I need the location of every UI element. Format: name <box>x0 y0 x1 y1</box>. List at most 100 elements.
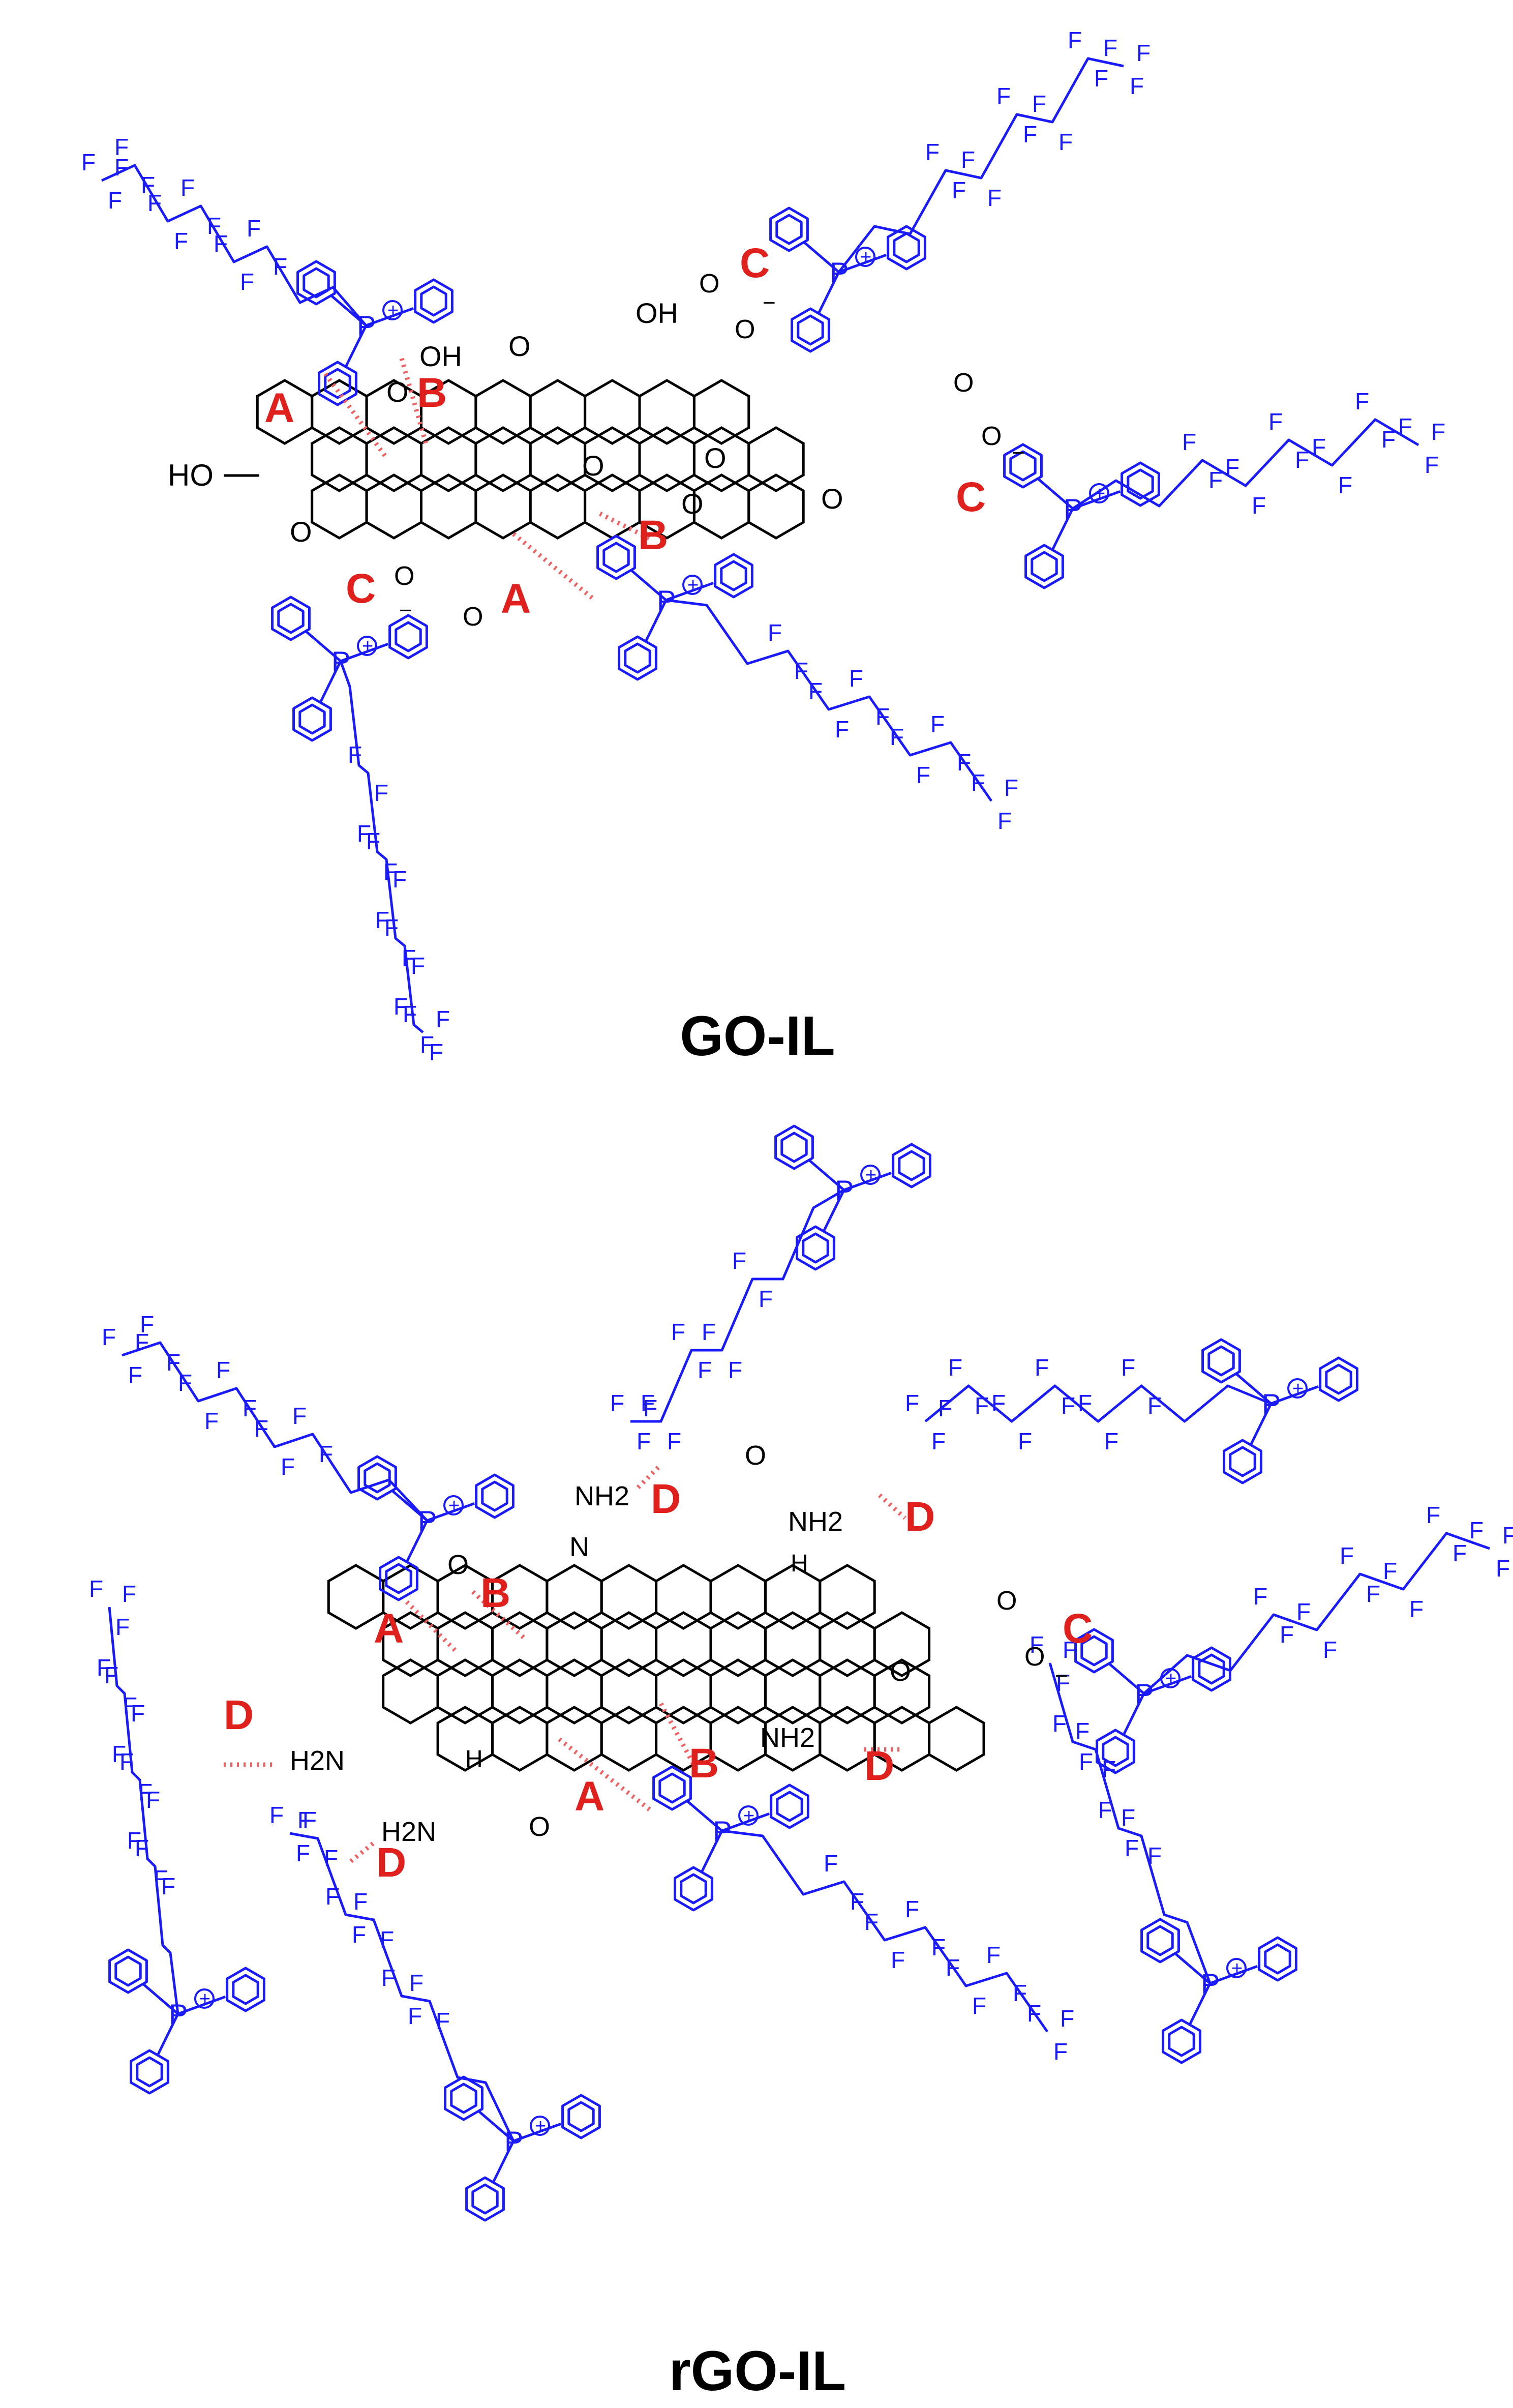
rgo-ring <box>655 1611 712 1677</box>
fluorine-atom: F <box>835 716 849 742</box>
phenyl-ring <box>475 1473 515 1519</box>
fluorine-atom: F <box>1121 1804 1135 1831</box>
phenyl-inner <box>658 1772 686 1804</box>
go-ring <box>365 473 422 540</box>
fluorine-atom: F <box>1496 1555 1510 1582</box>
fluorine-atom: F <box>408 2003 422 2029</box>
fluorine-atom: F <box>1013 1980 1027 2006</box>
fluorine-atom: F <box>1032 91 1046 117</box>
fluorine-atom: F <box>104 1662 118 1688</box>
phenyl-bond <box>721 1812 770 1832</box>
go-ring <box>365 426 422 492</box>
fluoroalkyl-chain <box>838 57 1124 273</box>
fluorine-atom: F <box>138 1779 153 1805</box>
interaction-line <box>399 358 430 449</box>
fluorine-atom: F <box>637 1428 651 1454</box>
fluorine-atom: F <box>207 213 221 239</box>
fluoroalkyl-chain <box>1143 1532 1490 1694</box>
phenyl-inner <box>420 285 447 317</box>
cation-charge-circle <box>1089 483 1109 503</box>
fluorine-atom: F <box>1208 467 1223 493</box>
carboxylate-o-1: O <box>699 269 719 299</box>
fluorine-atom: F <box>1058 129 1073 155</box>
fluorine-atom: F <box>938 1395 952 1421</box>
fluorine-atom: F <box>240 269 254 295</box>
rgo-ring <box>382 1658 439 1725</box>
label-b-3: B <box>480 1570 510 1616</box>
hydroxyl-left: HO <box>168 458 214 492</box>
nh2-1: NH2 <box>574 1481 629 1511</box>
fluorine-atom: F <box>875 703 890 730</box>
rgo-functional-groups: NH2 N O NH2 H H2N H2N H O NH2 O O O O − <box>290 1440 1068 1847</box>
phenyl-inner <box>114 1955 142 1987</box>
fluorine-atom: F <box>281 1453 295 1480</box>
fluorine-atom: F <box>1075 1718 1090 1744</box>
go-graphene-sheet <box>224 379 805 540</box>
interaction-line <box>558 1737 652 1812</box>
phenyl-ring <box>1162 2018 1201 2064</box>
fluoroalkyl-chain <box>1072 418 1419 510</box>
ketone-o-r: O <box>890 1656 911 1687</box>
fluorine-atom: F <box>698 1357 712 1383</box>
fluorine-atom: F <box>916 762 930 788</box>
phenyl-bond <box>823 1189 845 1231</box>
fluorine-atom: F <box>987 185 1002 211</box>
label-c-3: C <box>346 566 376 612</box>
fluorine-atom: F <box>131 1700 145 1727</box>
fluorine-atom: F <box>824 1850 838 1877</box>
fluorine-atom: F <box>1063 1637 1077 1663</box>
fluorine-atom: F <box>732 1247 746 1274</box>
phenyl-inner <box>802 1232 829 1264</box>
fluorine-atom: F <box>123 1692 137 1719</box>
fluorine-atom: F <box>1431 419 1445 445</box>
label-c-4: C <box>1063 1606 1093 1652</box>
fluorine-atom: F <box>759 1286 773 1312</box>
cation-charge-circle <box>1287 1378 1308 1399</box>
fluoroalkyl-chain <box>924 1384 1272 1423</box>
phenyl-ring <box>130 2049 169 2095</box>
phenyl-ring <box>414 278 453 324</box>
phenyl-ring <box>714 553 753 599</box>
fluoroalkyl-chain <box>665 599 993 802</box>
phenyl-ring <box>318 361 357 406</box>
rgo-ring <box>546 1611 603 1677</box>
cation-charge-circle <box>443 1495 464 1515</box>
fluorine-atom: F <box>850 1888 864 1915</box>
go-functional-groups: HO OH OH O O O O O O O O O O O O O − − − <box>168 269 1025 632</box>
fluorine-atom: F <box>972 1993 986 2019</box>
fluorine-atom: F <box>89 1575 103 1602</box>
interaction-line <box>349 1839 378 1863</box>
fluorine-atom: F <box>905 1390 919 1416</box>
phenyl-bond <box>340 643 388 663</box>
interaction-line <box>636 1465 660 1490</box>
rgo-ring <box>928 1706 985 1772</box>
nh2-3: NH2 <box>760 1722 815 1753</box>
fluorine-atom: F <box>122 1581 136 1607</box>
fluoroalkyl-chain <box>721 1829 1049 2033</box>
phenyl-bond <box>665 582 714 602</box>
phenyl-bond <box>177 1996 226 2015</box>
fluorine-atom: F <box>108 187 122 214</box>
go-ring <box>747 426 805 492</box>
fluorine-atom: F <box>324 1845 338 1871</box>
fluorine-atom: F <box>180 174 195 201</box>
phenyl-inner <box>1127 468 1154 500</box>
phenyl-ring <box>226 1967 265 2012</box>
fluorine-atom: F <box>112 1741 126 1767</box>
phenyl-inner <box>471 2183 499 2215</box>
fluorine-atom: F <box>436 2008 450 2034</box>
ketone-o-1: O <box>508 330 531 362</box>
phenyl-ring <box>1074 1628 1114 1674</box>
go-ring <box>420 473 477 540</box>
phenyl-bond <box>686 1800 723 1832</box>
fluorine-atom: F <box>1004 775 1018 801</box>
fluorine-atom: F <box>392 866 407 893</box>
fluorine-atom: F <box>610 1390 624 1416</box>
go-ring <box>474 473 532 540</box>
fluorine-atom: F <box>174 228 188 254</box>
phenyl-inner <box>775 214 803 245</box>
fluorine-atom: F <box>1030 1631 1044 1658</box>
phenyl-inner <box>797 314 824 346</box>
phenyl-bond <box>1235 1373 1272 1405</box>
label-b-1: B <box>417 370 447 416</box>
